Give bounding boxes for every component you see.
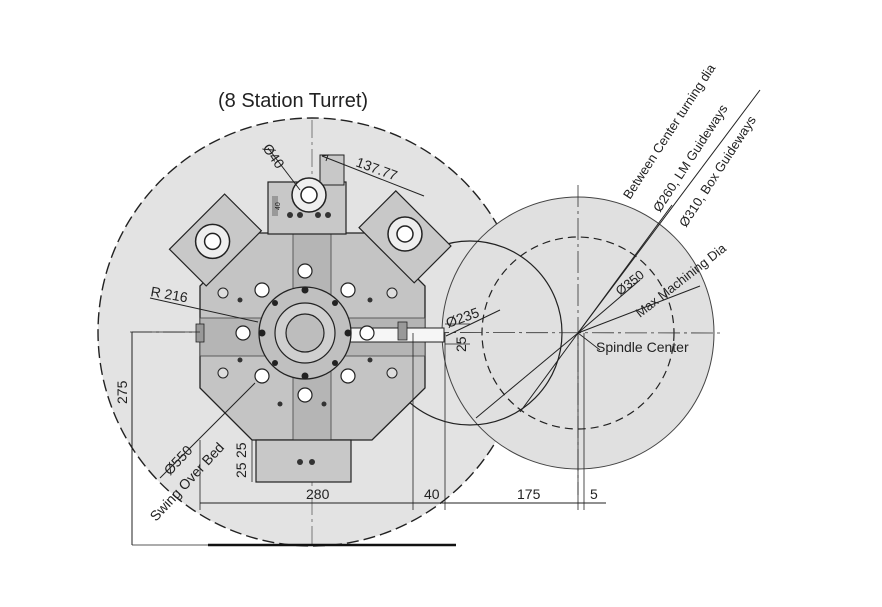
label-275: 275 [114, 380, 130, 404]
label-spindle-center: Spindle Center [596, 339, 689, 355]
label-280: 280 [306, 486, 330, 502]
diagram-title: (8 Station Turret) [218, 90, 368, 112]
label-tool-mark: 40 [275, 202, 282, 210]
label-25-a: 25 [233, 462, 249, 478]
label-175: 175 [517, 486, 541, 502]
label-25-right: 25 [453, 336, 469, 352]
label-r216: R 216 [149, 283, 189, 305]
label-5: 5 [590, 486, 598, 502]
label-25-b: 25 [233, 442, 249, 458]
turret-body [168, 154, 452, 483]
label-40: 40 [424, 486, 440, 502]
